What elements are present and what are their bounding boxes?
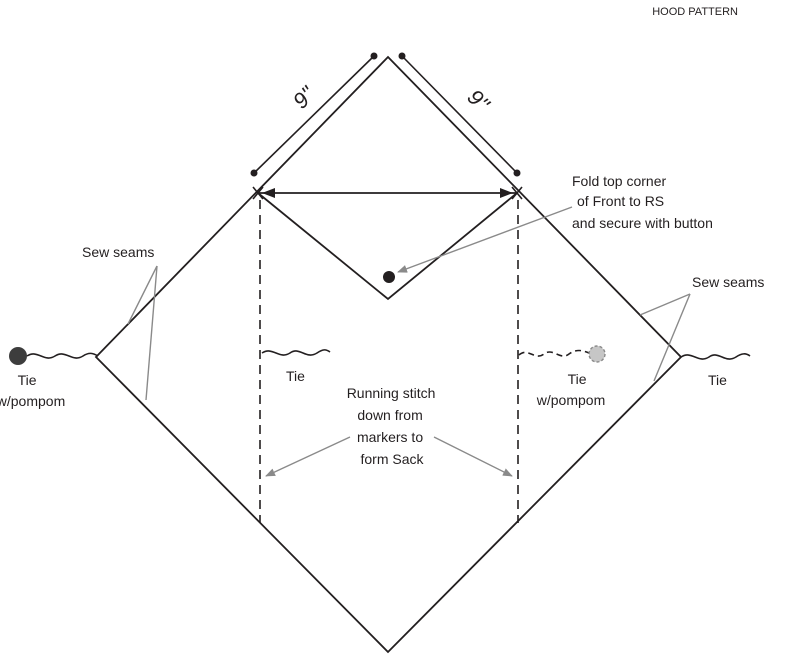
tie-right-inner-label: Tie w/pompom — [536, 371, 605, 408]
marker-x-right — [511, 186, 523, 200]
tie-right-outer-label: Tie — [708, 372, 727, 388]
sew-seams-pointers-right — [639, 293, 691, 382]
tie-left-outer — [26, 352, 99, 359]
tie-left-inner-label: Tie — [286, 368, 305, 384]
tie-left-outer-label: Tie w/pompom — [0, 372, 65, 409]
dimension-label-left: 9" — [288, 81, 321, 114]
dimension-left — [250, 52, 378, 177]
sew-seams-label-right: Sew seams — [692, 274, 764, 290]
running-stitch-arrow-right — [433, 436, 513, 477]
fold-note: Fold top corner of Front to RS and secur… — [572, 173, 713, 231]
sew-seams-pointers-left — [127, 265, 158, 401]
fold-note-arrow — [397, 206, 573, 273]
sew-seams-label-left: Sew seams — [82, 244, 154, 260]
diagram-title: HOOD PATTERN — [652, 6, 738, 18]
pompom-right — [588, 345, 606, 363]
tie-right-inner — [518, 349, 590, 357]
fold-arrowhead-right — [500, 188, 513, 198]
tie-right-outer — [680, 353, 751, 360]
button — [383, 271, 395, 283]
hood-outline — [94, 55, 683, 654]
dimension-label-right: 9" — [462, 84, 495, 117]
folded-corner-flap — [257, 192, 518, 301]
marker-x-left — [252, 186, 264, 200]
dimension-right — [398, 52, 521, 177]
fold-arrowhead-left — [262, 188, 275, 198]
running-stitch-note: Running stitch down from markers to form… — [347, 385, 440, 467]
tie-left-inner — [261, 349, 331, 356]
pompom-left — [9, 347, 27, 365]
running-stitch-arrow-left — [265, 436, 351, 477]
